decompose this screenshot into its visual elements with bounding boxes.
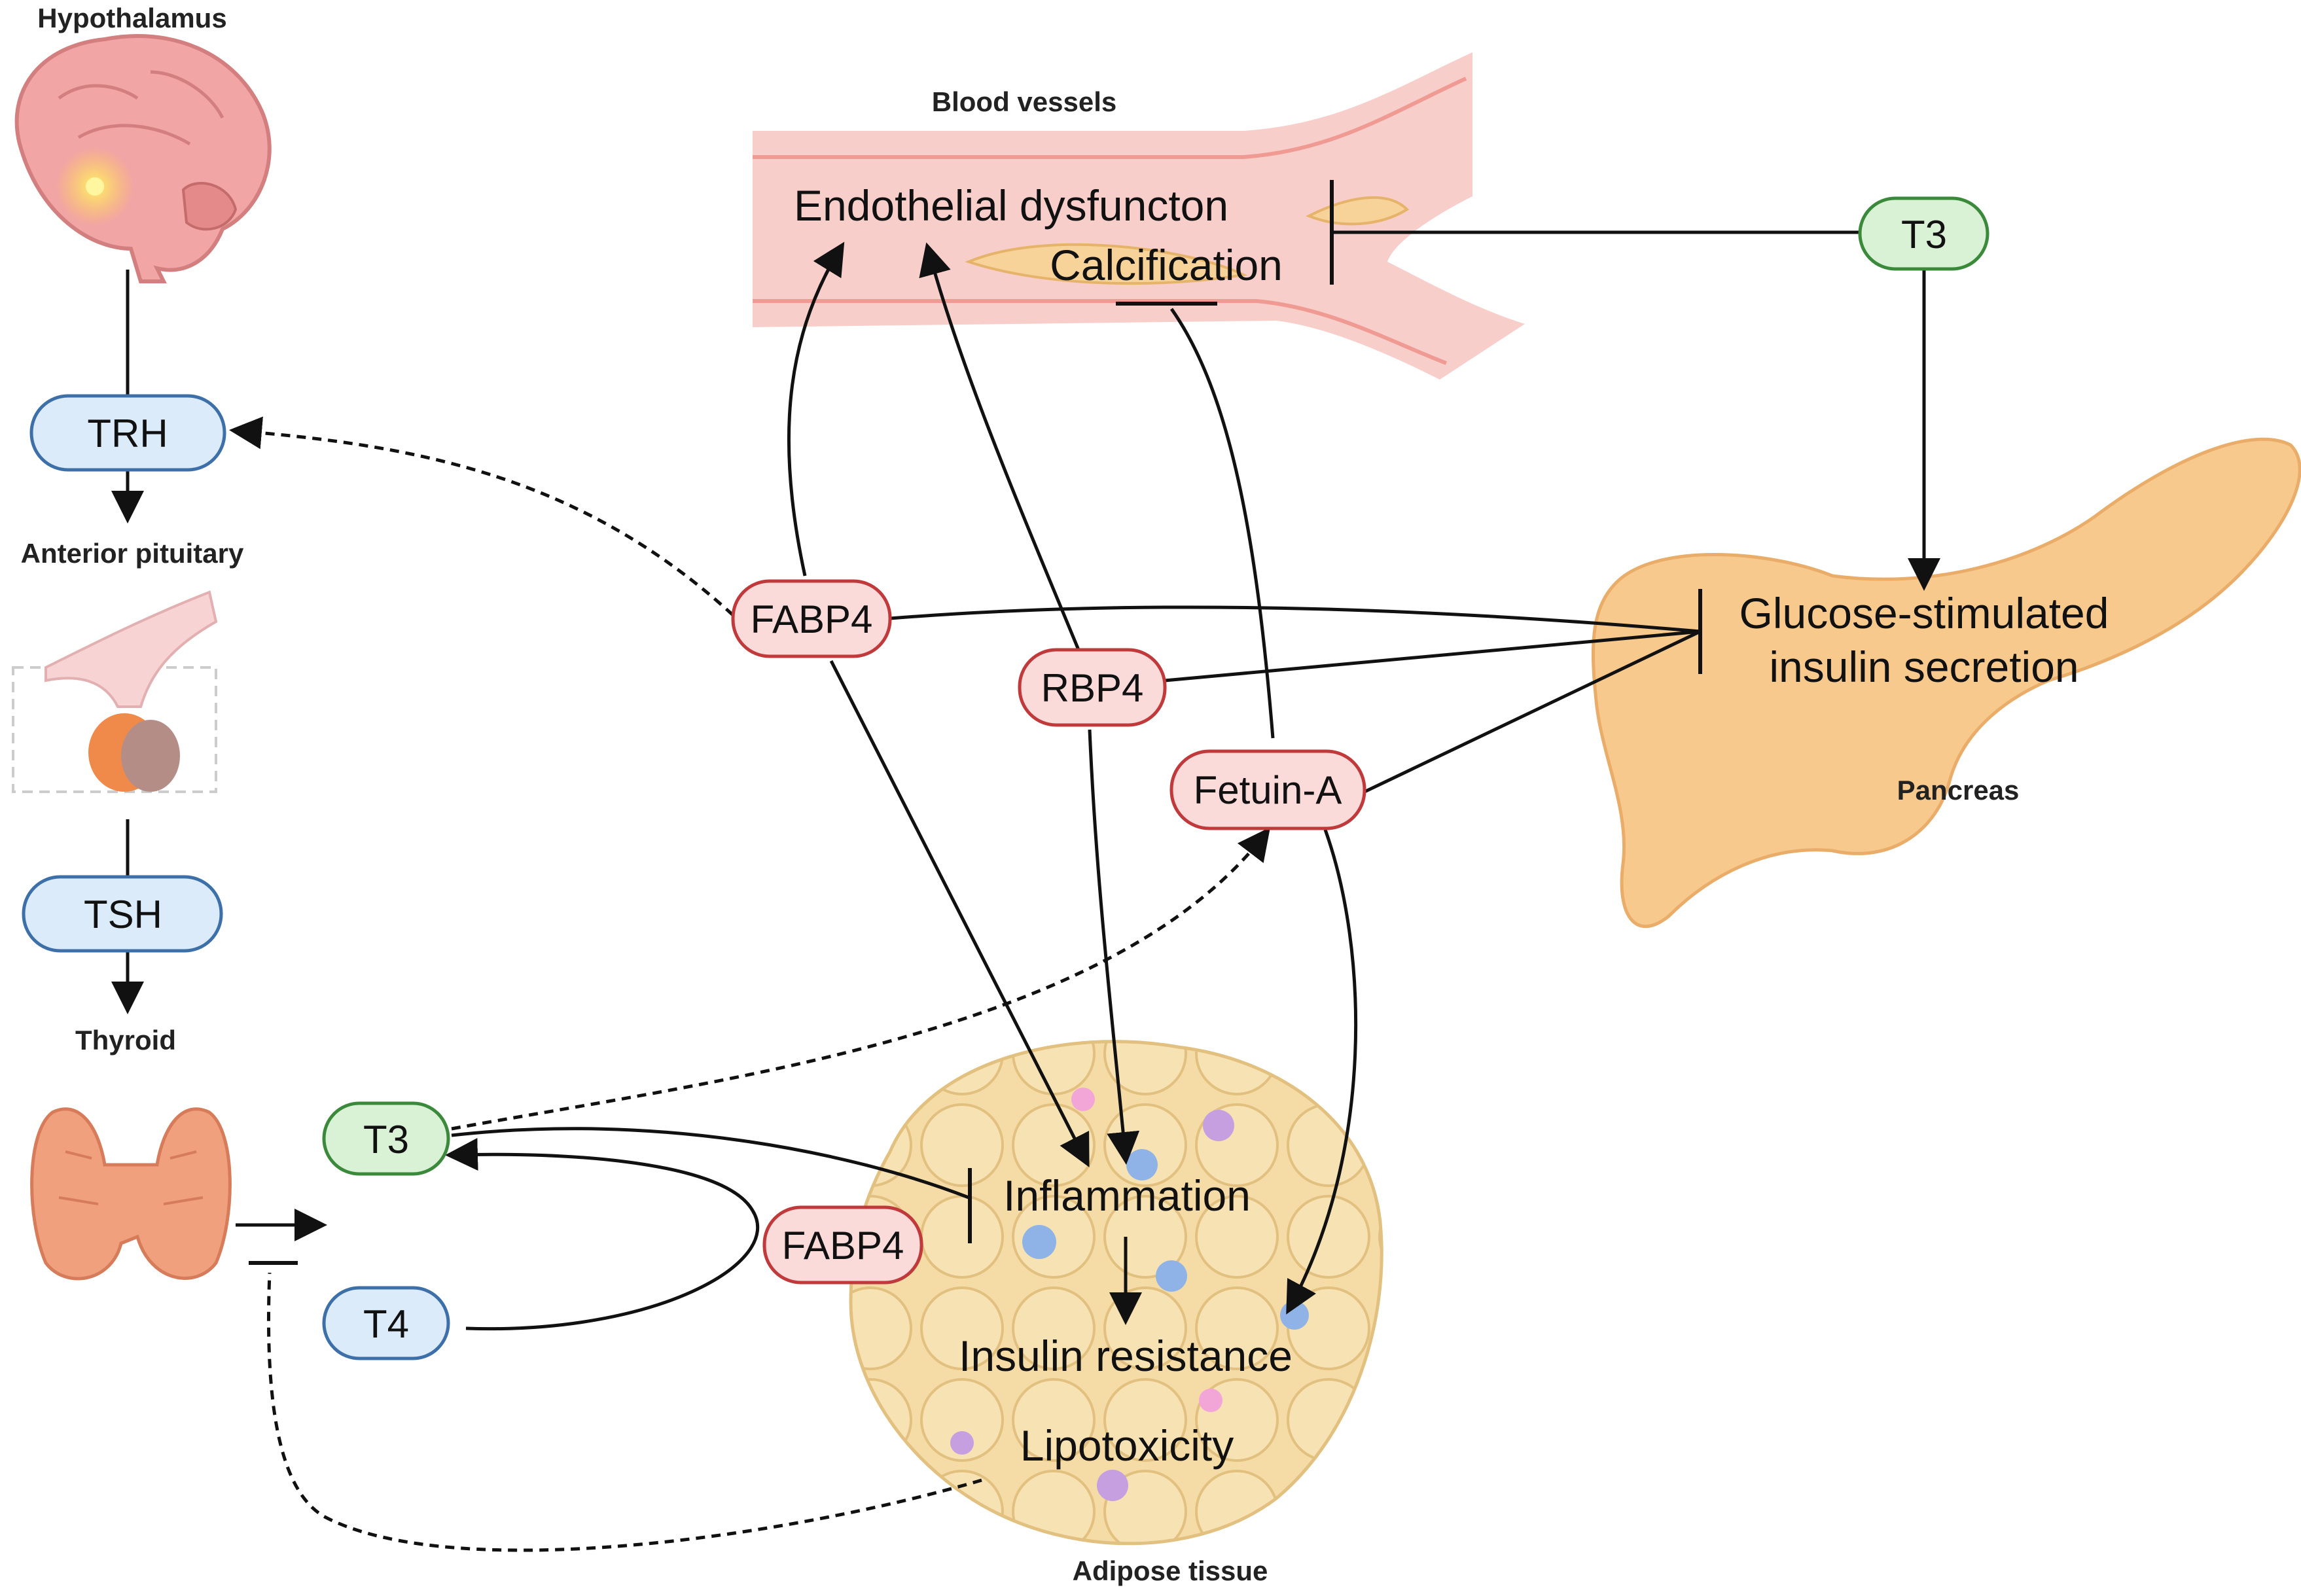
label-pancreas: Pancreas <box>1897 775 2020 806</box>
connector-t3-inflammation-inhibit <box>451 1127 969 1199</box>
connector-fabp4-endothelial <box>787 241 845 576</box>
node-rbp4-label: RBP4 <box>1041 666 1144 710</box>
connector-fetuin-gsis <box>1363 630 1702 794</box>
node-trh[interactable]: TRH <box>29 394 226 472</box>
node-t3-left[interactable]: T3 <box>322 1101 450 1176</box>
label-thyroid: Thyroid <box>75 1025 176 1055</box>
node-tsh[interactable]: TSH <box>22 875 223 953</box>
process-gsis-line1: Glucose-stimulated <box>1739 589 2109 637</box>
label-adipose-tissue: Adipose tissue <box>1073 1555 1268 1586</box>
process-calcification: Calcification <box>1050 241 1283 289</box>
node-fetuin-a[interactable]: Fetuin-A <box>1169 749 1366 830</box>
node-fabp4-main[interactable]: FABP4 <box>731 579 892 658</box>
label-anterior-pituitary: Anterior pituitary <box>21 538 244 569</box>
connector-lipotoxicity-thyroid-dashed <box>266 1272 982 1552</box>
connector-fabp4-gsis <box>889 605 1701 633</box>
node-trh-label: TRH <box>87 412 168 455</box>
node-t4[interactable]: T4 <box>322 1286 450 1360</box>
connector-fabp4-inflammation <box>829 660 1090 1167</box>
connector-t4-t3 <box>445 1138 759 1331</box>
process-inflammation: Inflammation <box>1003 1171 1251 1220</box>
connector-fetuin-insulin-resistance <box>1286 829 1358 1315</box>
label-hypothalamus: Hypothalamus <box>37 3 226 33</box>
label-blood-vessels: Blood vessels <box>932 86 1116 117</box>
process-lipotoxicity: Lipotoxicity <box>1020 1421 1234 1470</box>
brain-illustration <box>14 33 272 283</box>
connector-fetuin-calcification <box>1169 308 1275 739</box>
connector-t3-fetuin-dashed <box>451 827 1271 1131</box>
node-t3-left-label: T3 <box>363 1118 409 1162</box>
node-t3-top-label: T3 <box>1901 213 1947 257</box>
connector-fabp4-trh-dashed <box>229 416 734 616</box>
node-fabp4-adipose[interactable]: FABP4 <box>762 1205 923 1285</box>
node-fabp4-adipose-label: FABP4 <box>782 1224 904 1268</box>
connector-rbp4-endothelial <box>919 242 1080 650</box>
connector-rbp4-inflammation <box>1088 729 1140 1165</box>
node-rbp4[interactable]: RBP4 <box>1018 648 1167 727</box>
pancreas-illustration <box>1591 437 2301 929</box>
pituitary-illustration <box>12 590 218 793</box>
process-insulin-resistance: Insulin resistance <box>959 1332 1293 1380</box>
node-t3-top[interactable]: T3 <box>1858 196 1989 271</box>
process-gsis-line2: insulin secretion <box>1769 643 2078 691</box>
thyroid-illustration <box>30 1107 232 1281</box>
node-fabp4-main-label: FABP4 <box>751 597 873 641</box>
connector-rbp4-gsis <box>1164 630 1701 683</box>
node-fetuin-a-label: Fetuin-A <box>1194 768 1342 812</box>
node-tsh-label: TSH <box>84 893 162 936</box>
process-endothelial-dysfunction: Endothelial dysfuncton <box>794 181 1228 230</box>
node-t4-label: T4 <box>363 1302 409 1346</box>
